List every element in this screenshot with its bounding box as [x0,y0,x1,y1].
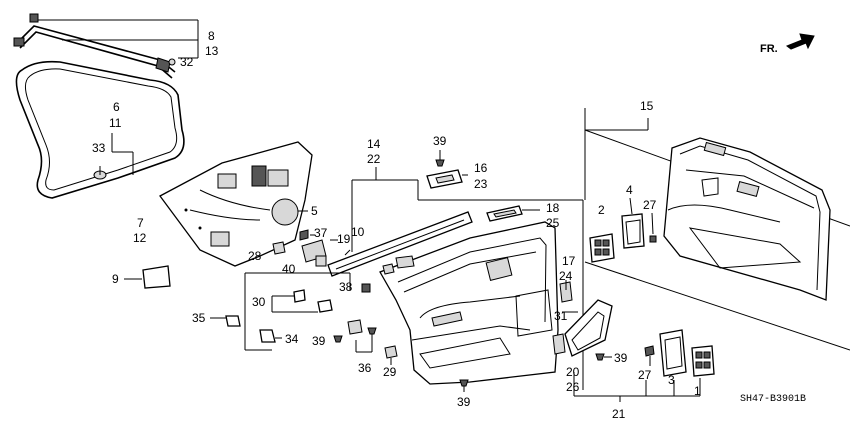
seal-end-icon [155,57,171,73]
door-weatherstrip [13,13,185,199]
part-label: 2 [598,203,605,217]
part-label: 16 [474,161,488,175]
clip-36-icon [347,319,363,335]
clip-icon [29,13,39,23]
part-label: 7 [137,216,144,230]
part-label: 34 [285,332,299,346]
part-label: 39 [614,351,628,365]
part-label: 4 [626,183,633,197]
part-label: 23 [474,177,488,191]
inner-handle-recess-icon [485,257,513,281]
part-labels: 8 13 32 6 11 33 7 12 9 5 37 19 10 28 40 … [92,29,806,421]
power-window-switches [573,197,715,402]
leaders-14-22 [351,167,584,390]
screw-icon [435,159,445,167]
leaders-8-13 [38,19,199,59]
part-label: 13 [205,44,219,58]
part-label: 9 [112,272,119,286]
leaders-6-11 [111,133,134,175]
part-label: 30 [252,295,266,309]
clip-icon [168,58,176,66]
door-plastic-cover [159,141,313,267]
fasteners-left [210,272,612,392]
switch-2-icon [589,233,615,263]
part-label: 24 [559,269,573,283]
part-label: 32 [180,55,194,69]
panel-clip-icon [395,255,415,269]
fastener-34-icon [259,329,276,343]
part-label: 22 [367,152,381,166]
part-label: 37 [314,226,328,240]
part-label: 27 [643,198,657,212]
mount-bracket-icon [552,333,566,355]
screw-icon [649,235,657,243]
assembly-inset [584,108,850,351]
cover-cutout-icon [210,231,230,247]
cover-cutout-icon [217,173,237,189]
part-label: 20 [566,365,580,379]
part-label: 25 [546,216,560,230]
part-label: 29 [383,365,397,379]
fastener-30-icon [293,289,306,303]
switch-bezel-3-icon [659,329,687,377]
part-label: 35 [192,311,206,325]
part-label: 36 [358,361,372,375]
part-label: 27 [638,368,652,382]
speaker-grille-31 [564,299,613,357]
part-label: 6 [113,100,120,114]
part-label: 33 [92,141,106,155]
part-label: 40 [282,262,296,276]
part-label: 11 [109,116,122,130]
part-label: 14 [367,137,381,151]
part-label: 12 [133,231,147,245]
clip-38-icon [361,283,371,293]
part-label: 39 [457,395,471,409]
clip-28-icon [272,241,286,255]
part-label: 18 [546,201,560,215]
part-label: 21 [612,407,626,421]
speaker-hole-icon [271,198,299,226]
cover-cutout-icon [267,169,289,187]
clip-29-icon [384,345,398,359]
part-label: 10 [351,225,365,239]
part-label: 26 [566,380,580,394]
fastener-35-icon [225,315,241,327]
screw-icon [367,327,377,335]
clip-icon [13,37,25,47]
part-label: 15 [640,99,654,113]
screw-icon [333,335,343,343]
screw-icon [459,379,469,387]
part-label: 5 [311,204,318,218]
part-label: 19 [337,232,351,246]
part-label: 28 [248,249,262,263]
cover-cutout-icon [251,165,267,187]
part-label: 17 [562,254,576,268]
part-label: 1 [694,384,701,398]
part-label: 3 [668,373,675,387]
part-label: 8 [208,29,215,43]
part-label: 39 [312,334,326,348]
part-label: 39 [433,134,447,148]
inner-weatherstrip [299,211,473,277]
part-label: 38 [339,280,353,294]
switch-1-icon [691,345,715,377]
armrest-icon [431,311,463,327]
insulator-pad [142,265,171,289]
screw-icon [595,353,605,361]
part-label: 31 [554,309,568,323]
front-direction-arrow: FR. [760,33,815,55]
door-lining-panel [379,221,559,385]
direction-label: FR. [760,43,778,55]
screw-icon [644,345,655,357]
diagram-code: SH47-B3901B [740,394,806,405]
